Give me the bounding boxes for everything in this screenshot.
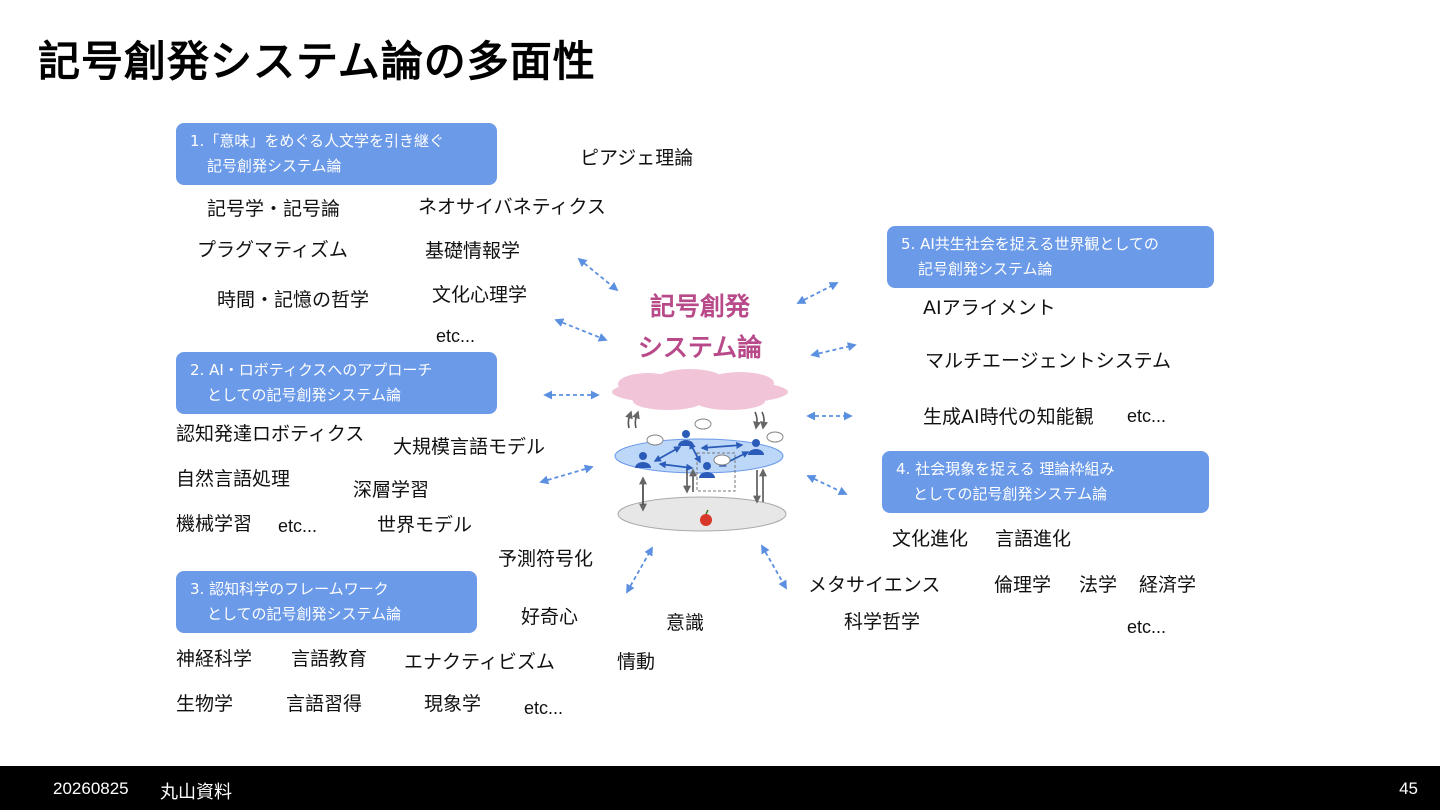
item-language-acquisition: 言語習得 — [286, 693, 363, 715]
section-5-number: 5. — [901, 235, 916, 253]
footer-date: 20260825 — [53, 779, 129, 798]
speech-bubble-4 — [713, 454, 731, 466]
section-3-line2: としての記号創発システム論 — [207, 605, 402, 623]
section-5-etc: etc... — [1127, 406, 1167, 426]
agent-icon-4 — [699, 462, 715, 478]
item-cultural-psychology: 文化心理学 — [432, 284, 528, 306]
item-neocybernetics: ネオサイバネティクス — [418, 196, 606, 218]
item-piaget-theory: ピアジェ理論 — [580, 147, 694, 169]
section-3-etc: etc... — [524, 698, 564, 718]
item-deep-learning: 深層学習 — [353, 479, 430, 501]
item-consciousness: 意識 — [666, 612, 705, 634]
arrow-1a — [577, 257, 619, 292]
item-semiotics: 記号学・記号論 — [207, 198, 341, 220]
apple-icon — [700, 509, 712, 526]
item-nlp: 自然言語処理 — [176, 468, 291, 490]
arrow-3b — [761, 544, 787, 590]
footer-author: 丸山資料 — [160, 782, 232, 803]
item-enactivism: エナクティビズム — [404, 651, 555, 673]
item-ethics: 倫理学 — [994, 574, 1052, 596]
item-language-evolution: 言語進化 — [995, 528, 1072, 550]
section-5-line2: 記号創発システム論 — [918, 260, 1053, 278]
item-emotion: 情動 — [617, 651, 656, 673]
center-title: 記号創発 システム論 — [620, 286, 780, 368]
item-cultural-evolution: 文化進化 — [892, 528, 969, 550]
agent-icon-1 — [635, 452, 651, 468]
item-philosophy-of-science: 科学哲学 — [844, 611, 921, 633]
item-phenomenology: 現象学 — [424, 693, 482, 715]
section-1-number: 1. — [190, 132, 205, 150]
item-machine-learning: 機械学習 — [176, 513, 253, 535]
arrow-4 — [806, 475, 848, 495]
item-metascience: メタサイエンス — [808, 574, 941, 596]
speech-bubble-2 — [694, 418, 712, 430]
item-biology: 生物学 — [176, 693, 234, 715]
section-1-line2: 記号創発システム論 — [207, 157, 342, 175]
section-2-line2: としての記号創発システム論 — [207, 386, 402, 404]
section-1-line1: 「意味」をめぐる人文学を引き継ぐ — [204, 132, 445, 150]
page-number: 45 — [1399, 779, 1418, 798]
item-economics: 経済学 — [1139, 574, 1197, 596]
arrow-3a — [626, 546, 653, 594]
section-3-line1: 認知科学のフレームワーク — [209, 580, 389, 598]
diagram-overlay — [539, 257, 857, 594]
item-developmental-robotics: 認知発達ロボティクス — [176, 423, 365, 445]
cloud-shape — [612, 369, 788, 410]
center-title-line2: システム論 — [637, 333, 763, 362]
agent-icon-3 — [748, 439, 764, 455]
section-2-line1: AI・ロボティクスへのアプローチ — [209, 361, 433, 379]
section-4-etc: etc... — [1127, 617, 1167, 637]
section-4-line1: 社会現象を捉える 理論枠組み — [915, 460, 1115, 478]
section-3-box: 3. 認知科学のフレームワーク としての記号創発システム論 — [176, 571, 477, 633]
speech-bubble-1 — [646, 434, 664, 446]
item-fundamental-informatics: 基礎情報学 — [425, 240, 521, 262]
item-law: 法学 — [1079, 574, 1118, 596]
section-2-box: 2. AI・ロボティクスへのアプローチ としての記号創発システム論 — [176, 352, 497, 414]
item-curiosity: 好奇心 — [521, 606, 579, 628]
agent-icon-2 — [678, 430, 694, 446]
arrow-1b — [554, 318, 608, 342]
section-5-line1: AI共生社会を捉える世界観としての — [920, 235, 1159, 253]
speech-bubble-3 — [766, 431, 784, 443]
section-1-etc: etc... — [436, 326, 476, 346]
arrow-2b — [539, 464, 594, 485]
section-1-box: 1.「意味」をめぐる人文学を引き継ぐ 記号創発システム論 — [176, 123, 497, 185]
section-5-box: 5. AI共生社会を捉える世界観としての 記号創発システム論 — [887, 226, 1214, 288]
item-predictive-coding: 予測符号化 — [498, 548, 594, 570]
footer-bar: 20260825 丸山資料 45 — [0, 766, 1440, 810]
item-llm: 大規模言語モデル — [393, 436, 546, 458]
item-world-model: 世界モデル — [377, 514, 473, 536]
section-4-box: 4. 社会現象を捉える 理論枠組み としての記号創発システム論 — [882, 451, 1209, 513]
section-3-number: 3. — [190, 580, 205, 598]
item-ai-alignment: AIアライメント — [923, 297, 1056, 319]
section-2-number: 2. — [190, 361, 205, 379]
item-pragmatism: プラグマティズム — [197, 239, 348, 261]
section-4-line2: としての記号創発システム論 — [913, 485, 1108, 503]
item-multi-agent-system: マルチエージェントシステム — [925, 350, 1172, 372]
bottom-disk — [617, 496, 787, 532]
item-philosophy-time-memory: 時間・記憶の哲学 — [217, 289, 370, 311]
arrow-5a — [796, 282, 839, 304]
arrow-5b — [810, 342, 857, 358]
slide-title: 記号創発システム論の多面性 — [38, 37, 596, 86]
item-language-education: 言語教育 — [291, 648, 368, 670]
section-4-number: 4. — [896, 460, 911, 478]
section-2-etc: etc... — [278, 516, 318, 536]
center-title-line1: 記号創発 — [649, 292, 750, 321]
item-generative-ai-intelligence: 生成AI時代の知能観 — [923, 406, 1094, 428]
item-neuroscience: 神経科学 — [176, 648, 253, 670]
